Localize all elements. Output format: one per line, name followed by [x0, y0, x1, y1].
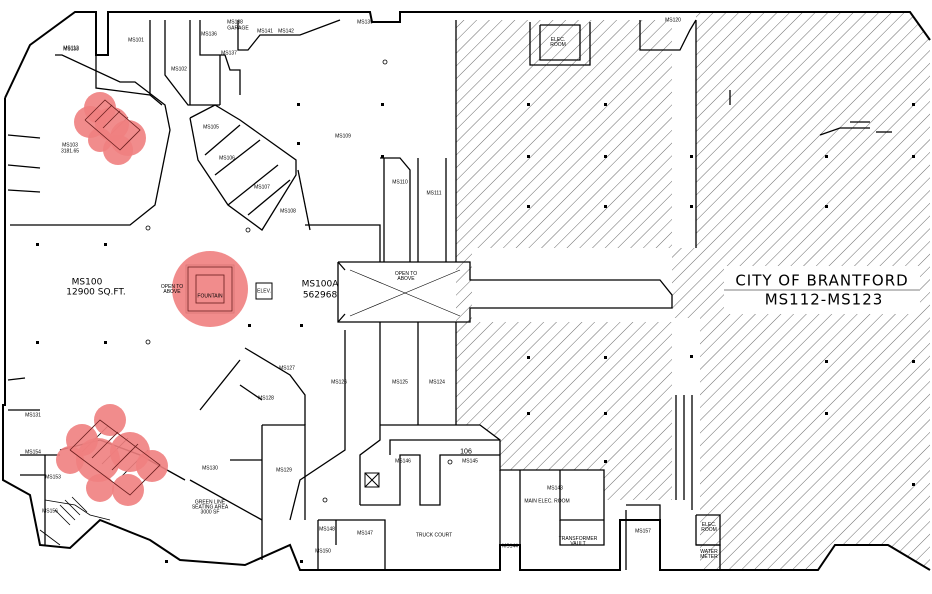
tenant-ms106[interactable]: MS106	[219, 155, 235, 162]
label-transformer-vault: TRANSFORMER VAULT	[558, 536, 598, 547]
elevator-box	[255, 282, 380, 488]
tenant-ms141[interactable]: MS141	[257, 28, 273, 35]
tenant-ms109[interactable]: MS109	[335, 133, 351, 140]
tenant-ms108[interactable]: MS108	[280, 208, 296, 215]
city-of-brantford-zone	[456, 12, 930, 570]
tenant-ms147[interactable]: MS147	[357, 530, 373, 537]
label-green-line: GREEN LINE SEATING AREA 3000 SF	[191, 499, 229, 516]
tenant-ms157[interactable]: MS157	[635, 528, 651, 535]
ms100a-name[interactable]: MS100A	[301, 279, 339, 290]
highlight-escalator-south	[56, 404, 168, 506]
tenant-ms105[interactable]: MS105	[203, 124, 219, 131]
label-elev: ELEV.	[257, 288, 271, 295]
tenant-ms133[interactable]: MS133	[63, 46, 79, 53]
tenant-ms131[interactable]: MS131	[25, 412, 41, 419]
tenant-ms101[interactable]: MS101	[128, 37, 144, 44]
tenant-ms110[interactable]: MS110	[392, 179, 408, 186]
tenant-ms153[interactable]: MS153	[45, 474, 61, 481]
city-block-range: MS112-MS123	[764, 290, 884, 309]
tenant-ms150[interactable]: MS150	[315, 548, 331, 555]
tenant-ms148[interactable]: MS148	[319, 526, 335, 533]
tenant-ms127[interactable]: MS127	[279, 365, 295, 372]
loading-bays	[39, 496, 111, 546]
label-fountain: FOUNTAIN	[197, 293, 223, 300]
ms100a-area: 562968	[302, 290, 338, 301]
tenant-ms126[interactable]: MS126	[331, 379, 347, 386]
column-markers	[36, 103, 915, 563]
label-garage: GARAGE	[227, 25, 249, 32]
tenant-ms120[interactable]: MS120	[665, 17, 681, 24]
tenant-ms145[interactable]: MS145	[462, 458, 478, 465]
tenant-ms136[interactable]: MS136	[201, 31, 217, 38]
tenant-ms154[interactable]: MS154	[25, 449, 41, 456]
tenant-ms156[interactable]: MS156	[42, 508, 58, 515]
tenant-ms139[interactable]: MS139	[357, 19, 373, 26]
tenant-ms113[interactable]: MS113	[63, 45, 79, 52]
tenant-ms144[interactable]: MS144	[502, 543, 518, 550]
tenant-ms137[interactable]: MS137	[221, 50, 237, 57]
tenant-ms125[interactable]: MS125	[392, 379, 408, 386]
tenant-ms111[interactable]: MS111	[426, 190, 442, 197]
label-elec-room-top: ELEC. ROOM	[550, 37, 566, 48]
label-room-106: 106	[460, 448, 472, 456]
tenant-ms124[interactable]: MS124	[429, 379, 445, 386]
tenant-ms103-area: 3181.65	[60, 148, 80, 155]
tenant-ms142[interactable]: MS142	[278, 28, 294, 35]
label-open-to-above-left: OPEN TO ABOVE	[160, 284, 184, 295]
tenant-ms102[interactable]: MS102	[171, 66, 187, 73]
ms100-name[interactable]: MS100	[71, 277, 103, 288]
ms100-area: 12900 SQ.FT.	[66, 287, 126, 298]
highlight-escalator-north	[74, 92, 146, 165]
tenant-ms143[interactable]: MS143	[547, 485, 563, 492]
open-to-above-void	[349, 269, 461, 317]
open-circles	[145, 59, 453, 503]
highlight-overlays	[69, 99, 233, 496]
tenant-ms138[interactable]: MS138	[227, 19, 243, 26]
tenant-ms130[interactable]: MS130	[202, 465, 218, 472]
tenant-ms128[interactable]: MS128	[258, 395, 274, 402]
label-water-meter: WATER METER	[700, 549, 718, 560]
tenant-ms103[interactable]: MS103	[62, 142, 78, 149]
label-open-to-above-center: OPEN TO ABOVE	[394, 271, 418, 282]
tenant-ms107[interactable]: MS107	[254, 184, 270, 191]
label-main-elec-room: MAIN ELEC. ROOM	[524, 498, 570, 505]
label-elec-room-right: ELEC. ROOM	[701, 522, 717, 533]
tenant-ms129[interactable]: MS129	[276, 467, 292, 474]
tenant-ms146[interactable]: MS146	[395, 458, 411, 465]
city-block-name[interactable]: CITY OF BRANTFORD	[735, 271, 909, 290]
highlight-fountain	[172, 251, 248, 327]
label-truck-court: TRUCK COURT	[415, 532, 453, 539]
